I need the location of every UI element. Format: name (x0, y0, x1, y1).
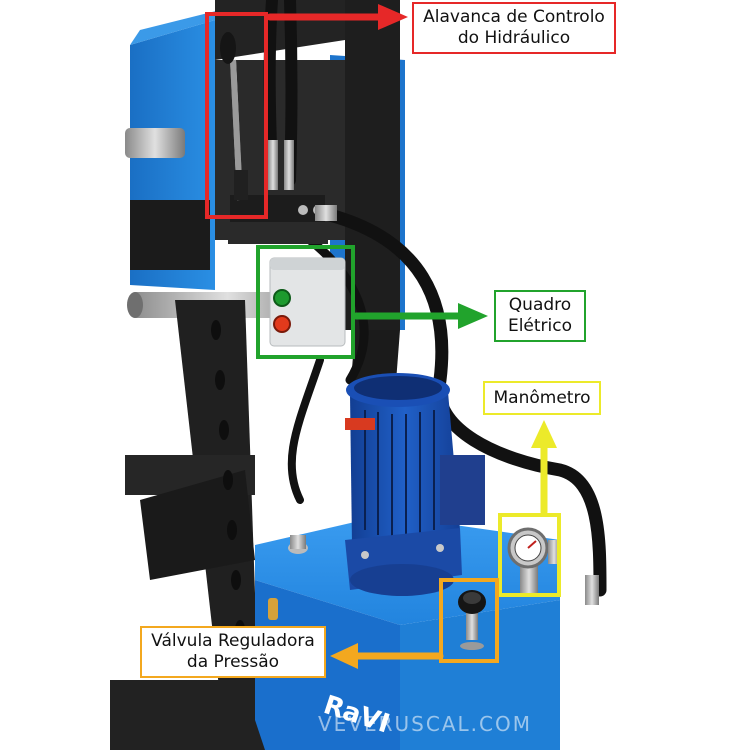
callout-arrows (266, 4, 557, 669)
lever-callout-line1: Alavanca de Controlo (423, 7, 605, 27)
electric-motor (345, 373, 485, 596)
watermark: VEVERUSCAL.COM (318, 712, 532, 736)
lever-callout-label: Alavanca de Controlo do Hidráulico (412, 2, 616, 54)
highlight-boxes (205, 12, 561, 663)
panel-callout-line1: Quadro (508, 295, 572, 315)
pressure-valve-knob (458, 590, 486, 650)
gauge-highlight-box (498, 513, 561, 597)
valve-callout-label: Válvula Reguladora da Pressão (140, 626, 326, 678)
gauge-callout-label: Manômetro (483, 381, 601, 415)
valve-callout-line2: da Pressão (186, 652, 280, 672)
electrical-box (269, 257, 346, 347)
valve-callout-line1: Válvula Reguladora (151, 631, 315, 651)
panel-callout-line2: Elétrico (507, 316, 573, 336)
gauge-callout-text: Manômetro (493, 388, 591, 408)
panel-callout-label: Quadro Elétrico (494, 290, 586, 342)
lever-callout-line2: do Hidráulico (457, 28, 571, 48)
filler-cap (288, 535, 308, 554)
lever-highlight-box (205, 12, 268, 219)
panel-highlight-box (256, 245, 355, 359)
hydraulic-lever (220, 32, 248, 201)
valve-highlight-box (439, 578, 499, 663)
